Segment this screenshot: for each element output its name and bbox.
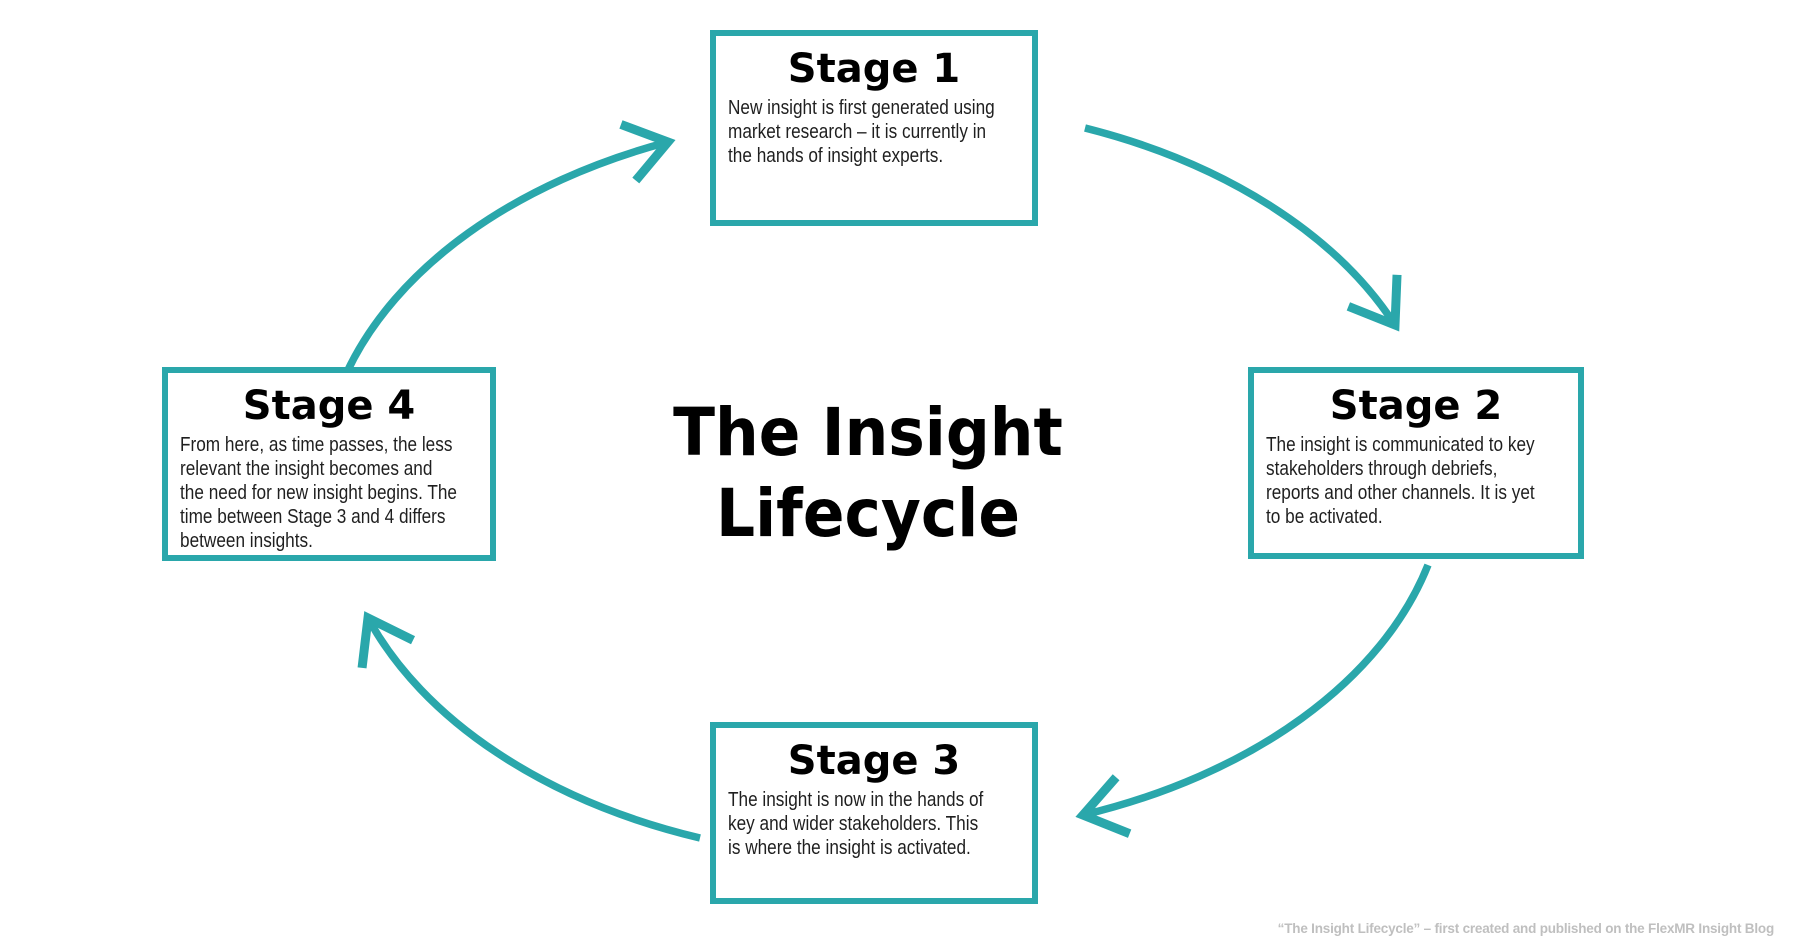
stage-2-body: The insight is communicated to key stake…	[1266, 434, 1535, 528]
attribution-caption: “The Insight Lifecycle” – first created …	[1277, 921, 1775, 936]
stage-2-title: Stage 2	[1329, 383, 1503, 429]
stage-2-box: Stage 2 The insight is communicated to k…	[1248, 367, 1584, 559]
diagram-title: The Insight Lifecycle	[673, 394, 1063, 552]
stage-3-title: Stage 3	[787, 738, 961, 784]
stage-1-title: Stage 1	[787, 46, 961, 92]
stage-4-box: Stage 4 From here, as time passes, the l…	[162, 367, 496, 561]
arrow-stage3-to-stage4-icon	[357, 611, 701, 842]
stage-3-body: The insight is now in the hands of key a…	[728, 789, 984, 859]
stage-1-box: Stage 1 New insight is first generated u…	[710, 30, 1038, 226]
stage-1-body: New insight is first generated using mar…	[728, 97, 995, 167]
arrow-stage4-to-stage1-icon	[343, 120, 676, 374]
arrow-stage2-to-stage3-icon	[1075, 563, 1432, 838]
arrow-stage1-to-stage2-icon	[1084, 124, 1402, 332]
stage-4-body: From here, as time passes, the less rele…	[180, 434, 457, 552]
stage-3-box: Stage 3 The insight is now in the hands …	[710, 722, 1038, 904]
stage-4-title: Stage 4	[242, 383, 416, 429]
